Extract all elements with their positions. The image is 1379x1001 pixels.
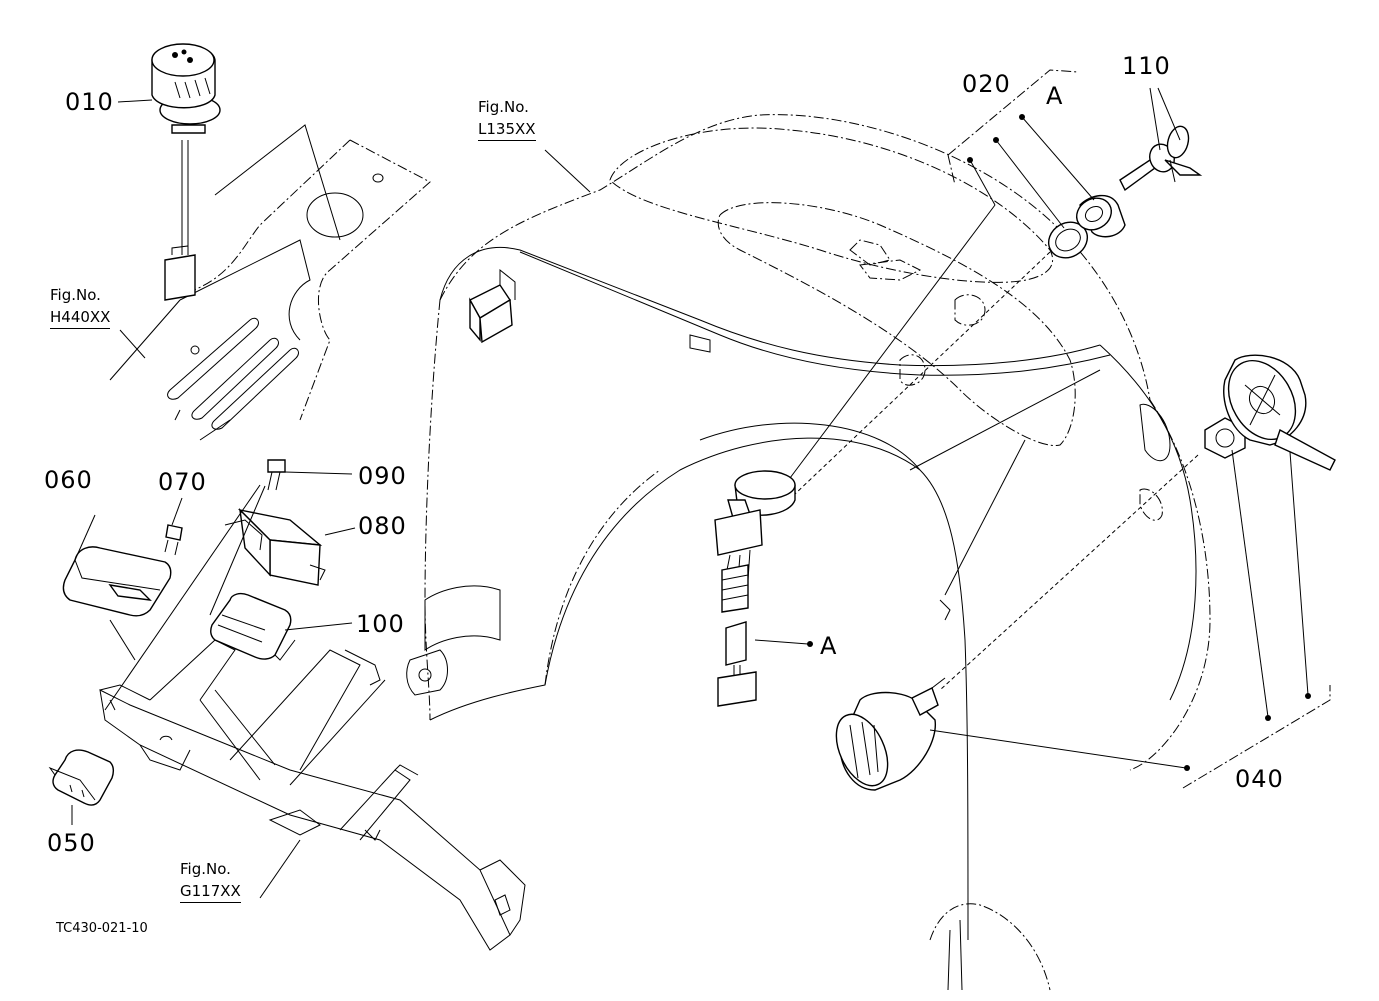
callout-a-harness: A: [820, 632, 838, 660]
fig-ref-h440-line2: H440XX: [50, 306, 111, 329]
part-100-connector: [210, 592, 296, 661]
part-050-switch: [48, 749, 115, 806]
fender-shell: [406, 114, 1211, 991]
part-010-key-switch: [151, 43, 341, 301]
fig-ref-g117-line2: G117XX: [180, 880, 241, 903]
callout-050: 050: [47, 829, 96, 857]
fig-ref-l135-line2: L135XX: [478, 118, 536, 141]
callout-060: 060: [44, 466, 93, 494]
part-090-bolt: [267, 459, 286, 491]
leader-lines: [71, 69, 1331, 899]
fig-ref-g117-line1: Fig.No.: [180, 860, 231, 878]
part-040-switch: [835, 677, 946, 791]
fender-clip: [469, 268, 516, 344]
callout-110: 110: [1122, 52, 1171, 80]
part-020-lock-cylinder: [1048, 194, 1126, 259]
part-080-unit: [224, 508, 326, 586]
callout-070: 070: [158, 468, 207, 496]
callout-100: 100: [356, 610, 405, 638]
fig-ref-h440: Fig.No. H440XX: [50, 284, 111, 329]
callout-010: 010: [65, 88, 114, 116]
part-070-bolt: [164, 524, 183, 556]
callout-020: 020: [962, 70, 1011, 98]
callout-090: 090: [358, 462, 407, 490]
callout-080: 080: [358, 512, 407, 540]
fig-ref-l135: Fig.No. L135XX: [478, 96, 536, 141]
callout-040: 040: [1235, 765, 1284, 793]
fig-ref-g117: Fig.No. G117XX: [180, 858, 241, 903]
part-060-relay: [62, 546, 172, 661]
fig-ref-h440-line1: Fig.No.: [50, 286, 101, 304]
part-110-keys: [1119, 125, 1203, 192]
callout-a-top: A: [1046, 82, 1064, 110]
part-040-knob: [1223, 354, 1336, 471]
h440-panel: [109, 139, 431, 441]
drawing-code: TC430-021-10: [56, 921, 148, 936]
central-key-switch: [714, 470, 796, 707]
fig-ref-l135-line1: Fig.No.: [478, 98, 529, 116]
g117-bracket: [99, 639, 526, 951]
